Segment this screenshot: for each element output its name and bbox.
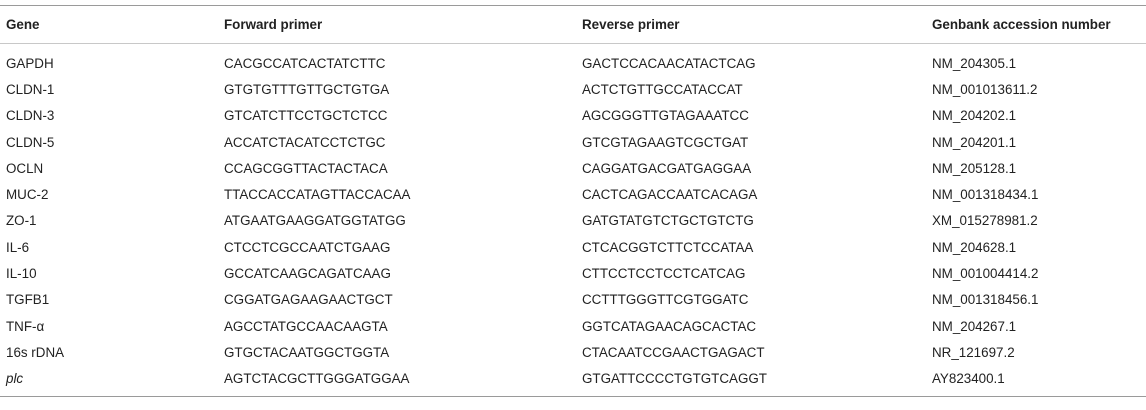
forward-primer-cell: TTACCACCATAGTTACCACAA xyxy=(224,187,411,203)
table-row: CLDN-3 GTCATCTTCCTGCTCTCC AGCGGGTTGTAGAAAT… xyxy=(0,103,1146,129)
accession-cell: NM_204202.1 xyxy=(932,108,1017,124)
forward-primer-cell: GTGCTACAATGGCTGGTA xyxy=(224,344,390,360)
forward-primer-cell: CGGATGAGAAGAACTGCT xyxy=(224,292,393,308)
gene-cell: CLDN-1 xyxy=(6,81,55,97)
table-row: CLDN-5 ACCATCTACATCCTCTGC GTCGTAGAAGTCGCTG… xyxy=(0,129,1146,155)
gene-cell: TNF-α xyxy=(6,318,45,334)
primer-table: Gene Forward primer Reverse primer Genba… xyxy=(0,5,1146,397)
forward-primer-cell: GTGTGTTTGTTGCTGTGA xyxy=(224,81,390,97)
table-row: MUC-2 TTACCACCATAGTTACCACAA CACTCAGACCAATC… xyxy=(0,181,1146,207)
table-row: CLDN-1 GTGTGTTTGTTGCTGTGA ACTCTGTTGCCATACC… xyxy=(0,76,1146,102)
reverse-primer-cell: CCTTTGGGTTCGTGGATC xyxy=(582,292,749,308)
table-row: 16s rDNA GTGCTACAATGGCTGGTA CTACAATCCGAACT… xyxy=(0,339,1146,365)
forward-primer-cell: CCAGCGGTTACTACTACA xyxy=(224,160,388,176)
gene-cell: CLDN-5 xyxy=(6,134,55,150)
accession-cell: AY823400.1 xyxy=(926,365,1146,397)
reverse-primer-cell: GACTCCACAACATACTCAG xyxy=(582,55,756,71)
reverse-primer-cell: CAGGATGACGATGAGGAA xyxy=(582,160,752,176)
header-reverse-primer: Reverse primer xyxy=(576,5,926,44)
reverse-primer-cell: GGTCATAGAACAGCACTAC xyxy=(582,318,757,334)
reverse-primer-cell: CTACAATCCGAACTGAGACT xyxy=(582,344,765,360)
accession-cell: NM_001318456.1 xyxy=(932,292,1039,308)
accession-cell: NM_001004414.2 xyxy=(932,266,1039,282)
accession-cell: NM_205128.1 xyxy=(932,160,1017,176)
table-row: OCLN CCAGCGGTTACTACTACA CAGGATGACGATGAGGAA… xyxy=(0,155,1146,181)
forward-primer-cell: AGTCTACGCTTGGGATGGAA xyxy=(218,365,576,397)
table-header: Gene Forward primer Reverse primer Genba… xyxy=(0,5,1146,44)
table-row: IL-10 GCCATCAAGCAGATCAAG CTTCCTCCTCCTCATCA… xyxy=(0,260,1146,286)
reverse-primer-cell: GATGTATGTCTGCTGTCTG xyxy=(582,213,754,229)
forward-primer-cell: CACGCCATCACTATCTTC xyxy=(224,55,386,71)
forward-primer-cell: AGCCTATGCCAACAAGTA xyxy=(224,318,388,334)
forward-primer-cell: CTCCTCGCCAATCTGAAG xyxy=(224,239,391,255)
reverse-primer-cell: GTCGTAGAAGTCGCTGAT xyxy=(582,134,749,150)
gene-cell: OCLN xyxy=(6,160,44,176)
forward-primer-cell: GTCATCTTCCTGCTCTCC xyxy=(224,108,388,124)
header-accession-number: Genbank accession number xyxy=(926,5,1146,44)
reverse-primer-cell: CTCACGGTCTTCTCCATAA xyxy=(582,239,754,255)
reverse-primer-cell: AGCGGGTTGTAGAAATCC xyxy=(582,108,749,124)
gene-cell: GAPDH xyxy=(6,55,54,71)
accession-cell: NR_121697.2 xyxy=(932,344,1015,360)
gene-cell: plc xyxy=(0,365,218,397)
accession-cell: XM_015278981.2 xyxy=(932,213,1038,229)
gene-cell: 16s rDNA xyxy=(6,344,65,360)
reverse-primer-cell: CTTCCTCCTCCTCATCAG xyxy=(582,266,746,282)
header-forward-primer: Forward primer xyxy=(218,5,576,44)
table-row: TNF-α AGCCTATGCCAACAAGTA GGTCATAGAACAGCACT… xyxy=(0,313,1146,339)
table-body: GAPDH CACGCCATCACTATCTTC GACTCCACAACATACTC… xyxy=(0,44,1146,397)
table-row: IL-6 CTCCTCGCCAATCTGAAG CTCACGGTCTTCTCCATA… xyxy=(0,234,1146,260)
header-gene: Gene xyxy=(0,5,218,44)
gene-cell: CLDN-3 xyxy=(6,108,55,124)
accession-cell: NM_204201.1 xyxy=(932,134,1017,150)
reverse-primer-cell: ACTCTGTTGCCATACCAT xyxy=(582,81,743,97)
reverse-primer-cell: CACTCAGACCAATCACAGA xyxy=(582,187,758,203)
table-row: ZO-1 ATGAATGAAGGATGGTATGG GATGTATGTCTGCTGT… xyxy=(0,208,1146,234)
table-row: GAPDH CACGCCATCACTATCTTC GACTCCACAACATACTC… xyxy=(0,44,1146,77)
gene-cell: IL-6 xyxy=(6,239,30,255)
accession-cell: NM_001318434.1 xyxy=(932,187,1039,203)
gene-cell: TGFB1 xyxy=(6,292,50,308)
reverse-primer-cell: GTGATTCCCCTGTGTCAGGT xyxy=(576,365,926,397)
accession-cell: NM_001013611.2 xyxy=(932,81,1038,97)
accession-cell: NM_204628.1 xyxy=(932,239,1017,255)
gene-cell: MUC-2 xyxy=(6,187,49,203)
forward-primer-cell: ACCATCTACATCCTCTGC xyxy=(224,134,386,150)
header-row: Gene Forward primer Reverse primer Genba… xyxy=(0,5,1146,44)
gene-cell: ZO-1 xyxy=(6,213,37,229)
table-row: TGFB1 CGGATGAGAAGAACTGCT CCTTTGGGTTCGTGGAT… xyxy=(0,287,1146,313)
forward-primer-cell: GCCATCAAGCAGATCAAG xyxy=(224,266,391,282)
forward-primer-cell: ATGAATGAAGGATGGTATGG xyxy=(224,213,406,229)
gene-cell: IL-10 xyxy=(6,266,37,282)
accession-cell: NM_204267.1 xyxy=(932,318,1017,334)
accession-cell: NM_204305.1 xyxy=(932,55,1017,71)
